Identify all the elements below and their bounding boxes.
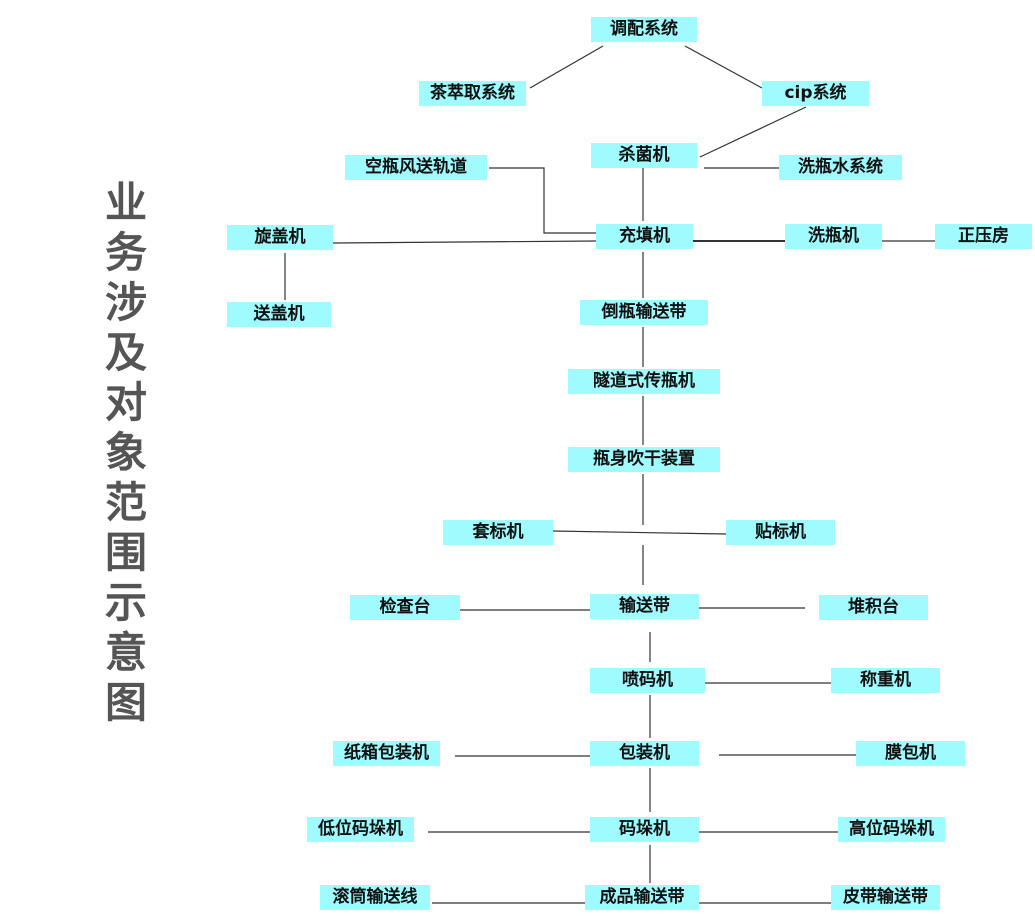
node-sleeve-labeler: 套标机 bbox=[443, 520, 553, 545]
node-tunnel-bottle-conveyor: 隧道式传瓶机 bbox=[568, 369, 720, 394]
node-tea-extraction-system: 茶萃取系统 bbox=[419, 81, 526, 106]
node-positive-pressure-room: 正压房 bbox=[935, 224, 1032, 249]
node-palletizer: 码垛机 bbox=[590, 817, 699, 842]
node-filler: 充填机 bbox=[596, 224, 693, 249]
node-bottle-washer: 洗瓶机 bbox=[785, 224, 882, 249]
node-blending-system: 调配系统 bbox=[591, 17, 697, 42]
node-low-level-palletizer: 低位码垛机 bbox=[307, 817, 414, 842]
node-bottle-dryer: 瓶身吹干装置 bbox=[568, 447, 720, 472]
node-capper: 旋盖机 bbox=[227, 225, 333, 250]
node-film-wrapper: 膜包机 bbox=[856, 741, 965, 766]
node-cip-system: cip系统 bbox=[762, 81, 869, 106]
node-carton-packer: 纸箱包装机 bbox=[333, 741, 440, 766]
node-bottle-inverting-conveyor: 倒瓶输送带 bbox=[580, 300, 708, 325]
diagram-title: 业务涉及对象范围示意图 bbox=[104, 178, 147, 727]
node-accumulation-table: 堆积台 bbox=[819, 595, 928, 620]
node-inkjet-coder: 喷码机 bbox=[590, 668, 705, 693]
node-sterilizer: 杀菌机 bbox=[591, 143, 697, 168]
node-belt-conveyor: 皮带输送带 bbox=[831, 885, 940, 910]
node-checkweigher: 称重机 bbox=[831, 668, 940, 693]
node-high-level-palletizer: 高位码垛机 bbox=[838, 817, 945, 842]
node-empty-bottle-air-conveyor: 空瓶风送轨道 bbox=[345, 155, 487, 180]
node-finished-goods-conveyor: 成品输送带 bbox=[585, 885, 699, 910]
node-labeler: 贴标机 bbox=[726, 520, 835, 545]
node-inspection-table: 检查台 bbox=[350, 595, 460, 620]
node-packer: 包装机 bbox=[590, 741, 699, 766]
node-roller-conveyor: 滚筒输送线 bbox=[320, 885, 430, 910]
node-bottle-wash-water-system: 洗瓶水系统 bbox=[779, 155, 902, 180]
node-conveyor: 输送带 bbox=[590, 594, 699, 619]
node-cap-feeder: 送盖机 bbox=[227, 302, 331, 327]
